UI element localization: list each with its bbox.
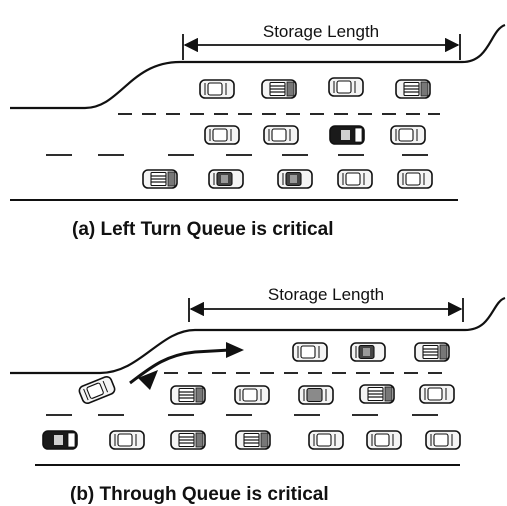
car (142, 169, 178, 189)
car (277, 169, 313, 189)
car (425, 430, 461, 450)
panel-a: Storage Length (a) Left Turn Queue is cr… (10, 22, 506, 240)
car (366, 430, 402, 450)
car (419, 384, 455, 404)
car (397, 169, 433, 189)
car (235, 430, 271, 450)
car (337, 169, 373, 189)
car (109, 430, 145, 450)
car (329, 125, 365, 145)
car (263, 125, 299, 145)
car (350, 342, 386, 362)
car (170, 385, 206, 405)
car (359, 384, 395, 404)
panel-b: Storage Length (b) Through Queue is crit… (10, 285, 506, 505)
panel-b-caption: (b) Through Queue is critical (70, 484, 329, 505)
car (298, 385, 334, 405)
car (170, 430, 206, 450)
car (199, 79, 235, 99)
car (390, 125, 426, 145)
car (261, 79, 297, 99)
storage-length-label: Storage Length (268, 285, 384, 304)
storage-length-label: Storage Length (263, 22, 379, 41)
road-edge-upper (10, 296, 506, 375)
panel-a-caption: (a) Left Turn Queue is critical (72, 219, 333, 240)
car (234, 385, 270, 405)
left-turn-arrow (129, 348, 231, 385)
car (395, 79, 431, 99)
car (42, 430, 78, 450)
car (204, 125, 240, 145)
car (292, 342, 328, 362)
road-edge-upper (10, 23, 506, 110)
car (328, 77, 364, 97)
car (208, 169, 244, 189)
turning-car (77, 374, 117, 406)
car (414, 342, 450, 362)
car (308, 430, 344, 450)
